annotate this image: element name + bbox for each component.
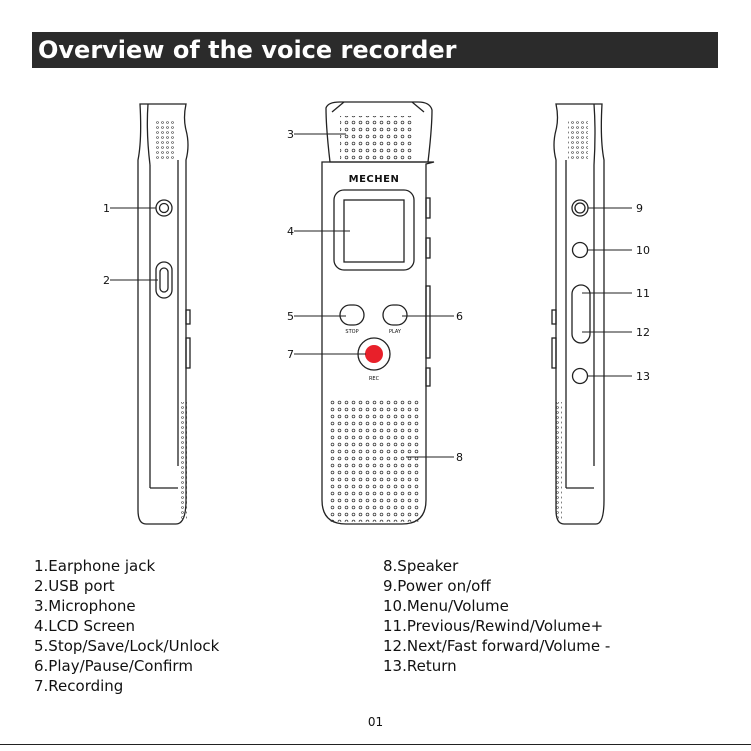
- page-number: 01: [367, 715, 384, 729]
- right-side-view: [551, 103, 605, 525]
- left-side-view: [137, 103, 191, 525]
- front-body: [321, 161, 435, 525]
- lcd-screen: [343, 199, 405, 263]
- bottom-divider: [0, 744, 751, 745]
- play-button-label: PLAY: [389, 329, 402, 335]
- microphone-cap: [325, 101, 433, 163]
- part-label: 1.Earphone jack: [34, 557, 156, 575]
- callout-2: 2: [103, 274, 110, 287]
- page-title: Overview of the voice recorder: [32, 32, 718, 68]
- callout-7: 7: [287, 348, 294, 361]
- part-label: 8.Speaker: [383, 557, 459, 575]
- callout-1: 1: [103, 202, 110, 215]
- callout-8: 8: [456, 451, 463, 464]
- part-label: 11.Previous/Rewind/Volume+: [383, 617, 604, 635]
- parts-list-left: 1.Earphone jack 2.USB port 3.Microphone …: [34, 556, 219, 696]
- part-label: 4.LCD Screen: [34, 617, 136, 635]
- callout-4: 4: [287, 225, 294, 238]
- rocker-button-side: [571, 284, 591, 344]
- rec-button: [365, 345, 383, 363]
- callout-5: 5: [287, 310, 294, 323]
- front-view: [321, 101, 435, 525]
- callout-6: 6: [456, 310, 463, 323]
- part-label: 5.Stop/Save/Lock/Unlock: [34, 637, 220, 655]
- callout-9: 9: [636, 202, 643, 215]
- callout-10: 10: [636, 244, 650, 257]
- callout-12: 12: [636, 326, 650, 339]
- earphone-jack-side: [155, 199, 173, 217]
- part-label: 13.Return: [383, 657, 457, 675]
- part-label: 12.Next/Fast forward/Volume -: [383, 637, 611, 655]
- stop-button-label: STOP: [345, 329, 358, 335]
- callout-3: 3: [287, 128, 294, 141]
- lcd-bezel: [333, 189, 415, 271]
- part-label: 10.Menu/Volume: [383, 597, 509, 615]
- speaker-grille: [328, 398, 420, 522]
- rec-button-label: REC: [369, 376, 380, 382]
- callout-11: 11: [636, 287, 650, 300]
- callout-13: 13: [636, 370, 650, 383]
- return-button-side: [571, 367, 589, 385]
- stop-button: [339, 304, 365, 326]
- right-side-body: [553, 103, 605, 525]
- menu-button-side: [571, 241, 589, 259]
- parts-list-right: 8.Speaker 9.Power on/off 10.Menu/Volume …: [383, 556, 610, 676]
- part-label: 3.Microphone: [34, 597, 136, 615]
- brand-logo: MECHEN: [349, 174, 400, 185]
- play-button: [382, 304, 408, 326]
- part-label: 7.Recording: [34, 677, 124, 695]
- microphone-grille: [340, 116, 414, 160]
- part-label: 2.USB port: [34, 577, 115, 595]
- part-label: 9.Power on/off: [383, 577, 491, 595]
- recorder-diagram: 1 2 MECHEN STOP PLAY REC: [103, 101, 650, 525]
- part-label: 6.Play/Pause/Confirm: [34, 657, 193, 675]
